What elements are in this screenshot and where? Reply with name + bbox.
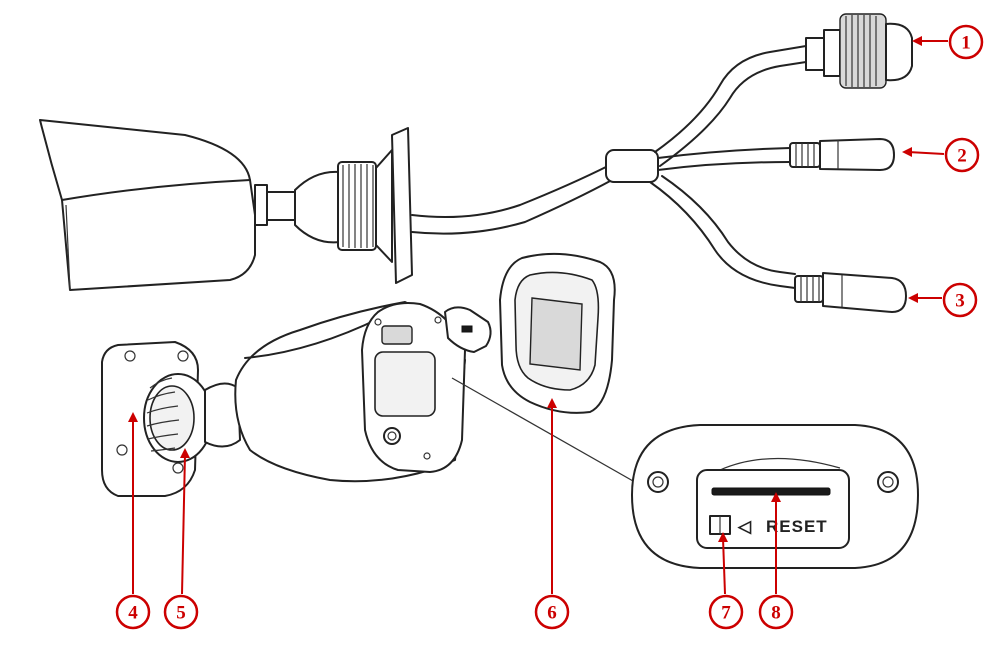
callout-4: 4: [115, 412, 151, 630]
bottom-camera-nut-threads: [146, 377, 180, 452]
bottom-camera-body-seam: [244, 317, 381, 359]
power-connector-strain-relief: [789, 142, 821, 168]
network-connector-collar: [823, 29, 841, 77]
callout-6: 6: [534, 398, 570, 630]
reset-label: RESET: [766, 517, 828, 536]
callout-4-arrowhead: [128, 412, 138, 422]
bottom-camera-nut-inner: [149, 385, 195, 451]
callout-5-circle: [163, 594, 199, 630]
callout-6-circle: [534, 594, 570, 630]
callout-7-arrowhead: [718, 532, 728, 542]
cable-branch-2-upper: [657, 147, 791, 159]
callout-4-circle: [115, 594, 151, 630]
callout-2: 2: [902, 137, 980, 173]
bottom-camera-front-led: [383, 427, 401, 445]
cable-branch-3-lower: [661, 175, 796, 275]
callout-5-label: 5: [176, 603, 186, 624]
mount-screw-hole-1: [124, 350, 136, 362]
network-connector-cap: [885, 22, 913, 82]
front-screw-2: [434, 316, 442, 324]
network-connector: [805, 13, 913, 89]
top-camera-front-edge: [65, 204, 71, 291]
top-camera-housing: [39, 119, 256, 291]
power-connector: [789, 138, 895, 171]
callout-7-leader: [722, 537, 726, 595]
reset-arrow-glyph: ◁: [737, 517, 752, 536]
top-camera-lock-nut: [337, 161, 377, 251]
network-connector-nut: [839, 13, 887, 89]
aux-connector: [794, 272, 907, 313]
sealing-cover: [499, 252, 616, 414]
top-camera-cable-lower: [411, 179, 613, 235]
power-connector-body: [819, 138, 895, 171]
sealing-cover-window: [529, 297, 583, 371]
callout-1-circle: [948, 24, 984, 60]
top-camera-cable-upper: [411, 164, 611, 219]
callout-2-circle: [944, 137, 980, 173]
callout-2-leader: [907, 151, 945, 155]
callout-3-arrowhead: [908, 293, 918, 303]
panel-recess: [696, 469, 850, 549]
network-connector-boot: [805, 37, 825, 71]
bottom-camera-ball-joint: [204, 382, 241, 448]
callout-3: 3: [908, 282, 978, 318]
cover-tab-slot: [461, 325, 473, 333]
callout-6-label: 6: [547, 603, 557, 624]
cable-branch-3-upper: [649, 181, 796, 289]
cable-branch-1-upper: [654, 45, 807, 153]
callout-1: 1: [912, 24, 984, 60]
callout-4-label: 4: [128, 603, 138, 624]
callout-2-label: 2: [957, 146, 967, 167]
callout-5: 5: [163, 448, 199, 630]
cable-branch-1-lower: [659, 61, 807, 167]
callout-3-circle: [942, 282, 978, 318]
callout-7-circle: [708, 594, 744, 630]
top-camera-nut-threads: [342, 164, 374, 248]
top-camera-neck: [266, 191, 296, 221]
callout-7: 7: [708, 532, 744, 630]
callout-1-arrowhead: [912, 36, 922, 46]
callout-6-arrowhead: [547, 398, 557, 408]
top-camera-wall-plate: [391, 127, 413, 284]
cable-harness: [605, 13, 913, 313]
panel-screw-right: [877, 471, 899, 493]
callout-2-arrowhead: [902, 147, 912, 157]
bottom-camera-lens-window: [374, 351, 436, 417]
sd-card-slot: [711, 487, 831, 496]
callout-8-circle: [758, 594, 794, 630]
front-screw-1: [374, 318, 382, 326]
mount-screw-hole-3: [116, 444, 128, 456]
callout-8-arrowhead: [771, 492, 781, 502]
reset-detail-panel: ◁ RESET: [451, 377, 919, 569]
callout-8: 8: [758, 492, 794, 630]
top-camera-neck-ring: [254, 184, 268, 226]
panel-screw-left: [647, 471, 669, 493]
callout-5-leader: [181, 453, 186, 595]
callout-8-label: 8: [771, 603, 781, 624]
bottom-camera-sensor-module: [381, 325, 413, 345]
callout-7-label: 7: [721, 603, 731, 624]
front-screw-3: [423, 452, 431, 460]
mount-screw-hole-2: [177, 350, 189, 362]
top-camera-shield-edge: [61, 179, 251, 201]
top-camera-ball-joint: [294, 170, 341, 244]
aux-connector-body: [822, 272, 907, 313]
callout-5-arrowhead: [180, 448, 190, 458]
bottom-camera: [101, 301, 492, 497]
top-camera-bracket-cone: [375, 149, 393, 263]
callout-1-label: 1: [961, 33, 971, 54]
panel-recess-arc: [719, 457, 841, 471]
top-camera: [39, 119, 613, 291]
cable-splitter-sleeve: [605, 149, 659, 183]
callout-3-label: 3: [955, 291, 965, 312]
detail-leader-line: [451, 377, 641, 486]
cable-branch-2-lower: [657, 161, 791, 171]
